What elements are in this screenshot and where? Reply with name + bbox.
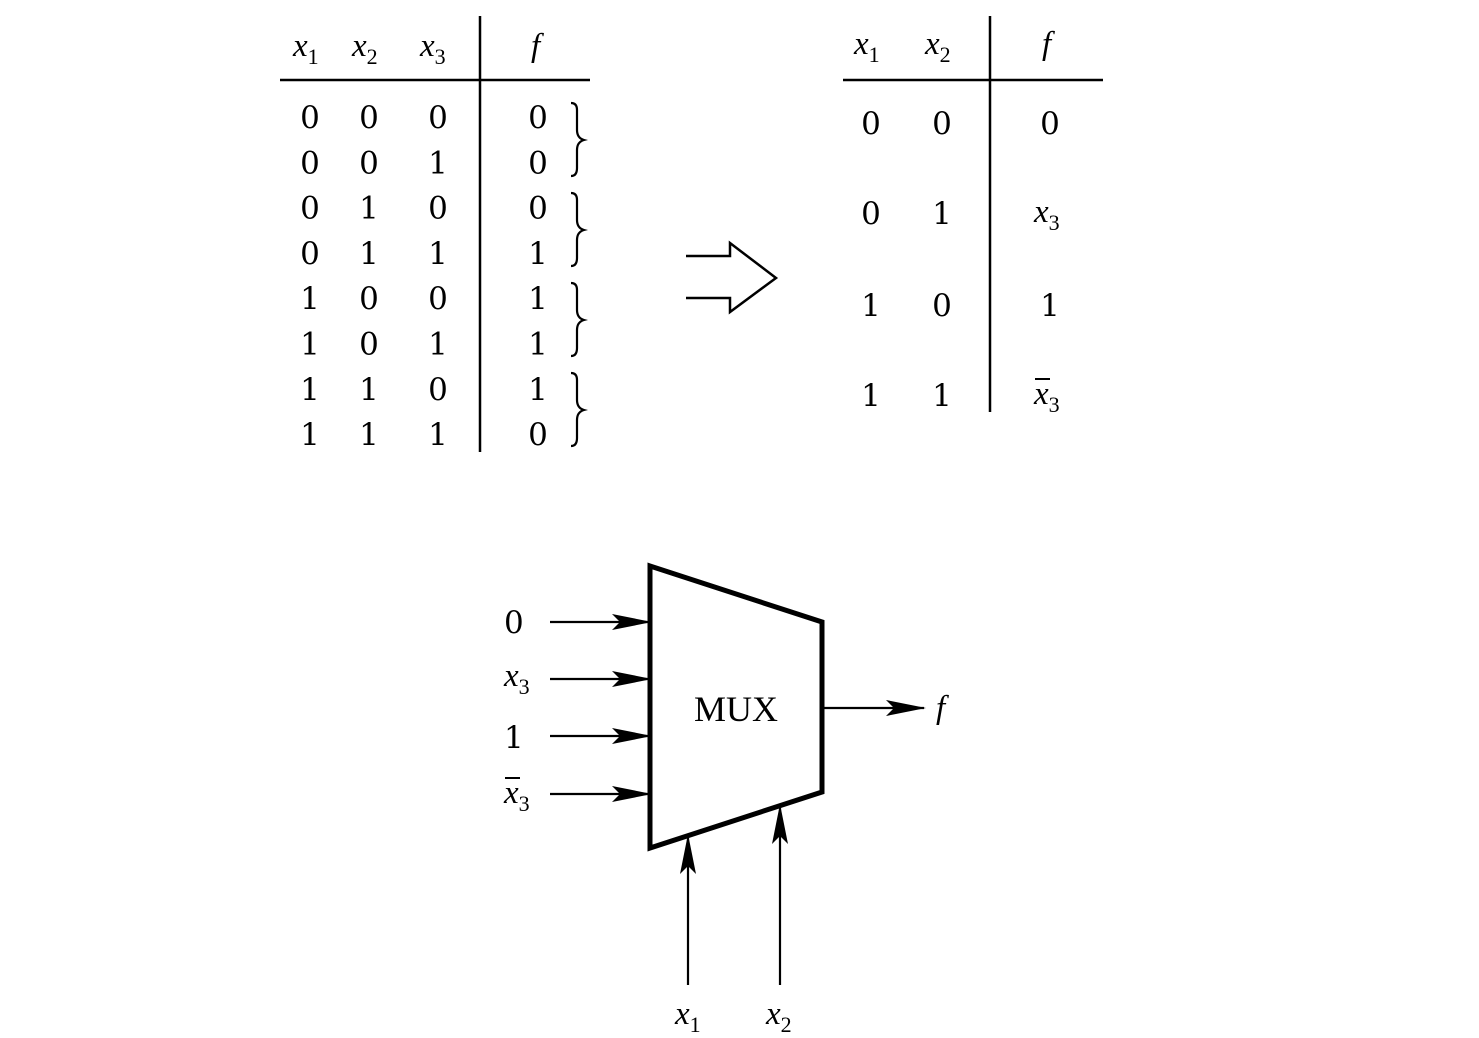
table-row: 0 0 0 (861, 106, 1060, 142)
right-table-header: x1 x2 f (853, 26, 1055, 67)
table-cell: 1 (300, 327, 320, 363)
table-cell: 1 (359, 236, 379, 272)
table-cell: 0 (932, 106, 952, 142)
table-cell: 0 (528, 100, 548, 136)
brace-rows-3-4 (570, 191, 588, 268)
brace-rows-7-8 (570, 371, 588, 448)
mux-data-input-lines (550, 614, 652, 802)
table-cell: 0 (359, 281, 379, 317)
table-cell: 0 (428, 100, 448, 136)
table-cell: 1 (359, 191, 379, 227)
table-cell: 0 (428, 191, 448, 227)
table-cell: 1 (428, 145, 448, 181)
mux-select-label-x1: x1 (674, 996, 701, 1037)
table-cell: 1 (300, 281, 320, 317)
mux-input-label-3: x3 (503, 775, 530, 816)
table-cell: 0 (359, 327, 379, 363)
left-header-x1: x1 (292, 28, 319, 69)
table-row: 1 0 1 1 (300, 327, 548, 363)
mux-input-label-1: x3 (503, 658, 530, 699)
right-reduced-table: x1 x2 f 0 0 0 0 1 x3 1 0 1 1 1 x3 (843, 16, 1103, 417)
table-cell: 1 (528, 281, 548, 317)
table-cell: 1 (300, 372, 320, 408)
mux-select-lines (680, 804, 788, 985)
right-table-body: 0 0 0 0 1 x3 1 0 1 1 1 x3 (861, 106, 1060, 417)
table-cell: 0 (528, 145, 548, 181)
mux-body (647, 562, 825, 852)
table-cell: 1 (428, 417, 448, 453)
mux-output-label: f (936, 690, 949, 726)
table-cell: 0 (932, 288, 952, 324)
table-cell-f: 0 (1040, 106, 1060, 142)
table-cell-f: 1 (1040, 288, 1060, 324)
table-row: 1 0 1 (861, 288, 1060, 324)
left-header-x3: x3 (419, 28, 446, 69)
implication-arrow (686, 240, 779, 315)
table-cell-f: x3 (1033, 376, 1060, 417)
table-cell: 1 (300, 417, 320, 453)
table-row: 0 0 1 0 (300, 145, 548, 181)
table-cell: 0 (359, 100, 379, 136)
table-cell: 1 (428, 327, 448, 363)
table-cell: 0 (861, 106, 881, 142)
mux-input-label-2: 1 (504, 720, 524, 756)
table-cell: 1 (861, 378, 881, 414)
left-table-header: x1 x2 x3 f (292, 28, 544, 69)
table-cell: 0 (359, 145, 379, 181)
mux-label: MUX (694, 689, 778, 729)
table-cell: 1 (932, 196, 952, 232)
table-cell: 0 (300, 145, 320, 181)
table-cell: 1 (528, 372, 548, 408)
table-cell: 0 (300, 191, 320, 227)
table-row: 1 1 1 0 (300, 417, 548, 453)
mux-data-input-labels: 0 x3 1 x3 (503, 605, 530, 816)
table-row: 1 1 x3 (861, 376, 1060, 417)
brace-rows-5-6 (570, 281, 588, 358)
left-table-body: 0 0 0 0 0 0 1 0 0 1 0 0 0 1 1 1 1 0 0 1 1 0 1 1 1 1 0 1 1 1 1 0 (300, 100, 548, 453)
table-cell: 0 (861, 196, 881, 232)
table-cell: 1 (861, 288, 881, 324)
table-cell: 1 (528, 327, 548, 363)
brace-rows-1-2 (570, 101, 588, 178)
table-cell: 0 (428, 281, 448, 317)
table-cell: 1 (428, 236, 448, 272)
table-row: 0 1 0 0 (300, 191, 548, 227)
table-row: 0 1 1 1 (300, 236, 548, 272)
multiplexer: MUX 0 x3 1 x3 f x1 x2 (503, 562, 949, 1037)
row-pair-braces (570, 101, 588, 448)
mux-input-label-0: 0 (504, 605, 524, 641)
right-header-x1: x1 (853, 26, 880, 67)
table-row: 0 1 x3 (861, 194, 1060, 235)
table-row: 1 1 0 1 (300, 372, 548, 408)
left-header-f: f (531, 28, 544, 64)
mux-select-label-x2: x2 (765, 996, 792, 1037)
table-cell-f: x3 (1033, 194, 1060, 235)
table-cell: 1 (359, 417, 379, 453)
table-cell: 0 (300, 236, 320, 272)
right-header-f: f (1042, 26, 1055, 62)
table-cell: 0 (428, 372, 448, 408)
table-cell: 0 (528, 417, 548, 453)
table-cell: 0 (300, 100, 320, 136)
left-header-x2: x2 (351, 28, 378, 69)
table-cell: 1 (528, 236, 548, 272)
table-cell: 0 (528, 191, 548, 227)
table-cell: 1 (932, 378, 952, 414)
table-row: 1 0 0 1 (300, 281, 548, 317)
table-cell: 1 (359, 372, 379, 408)
right-header-x2: x2 (924, 26, 951, 67)
table-row: 0 0 0 0 (300, 100, 548, 136)
